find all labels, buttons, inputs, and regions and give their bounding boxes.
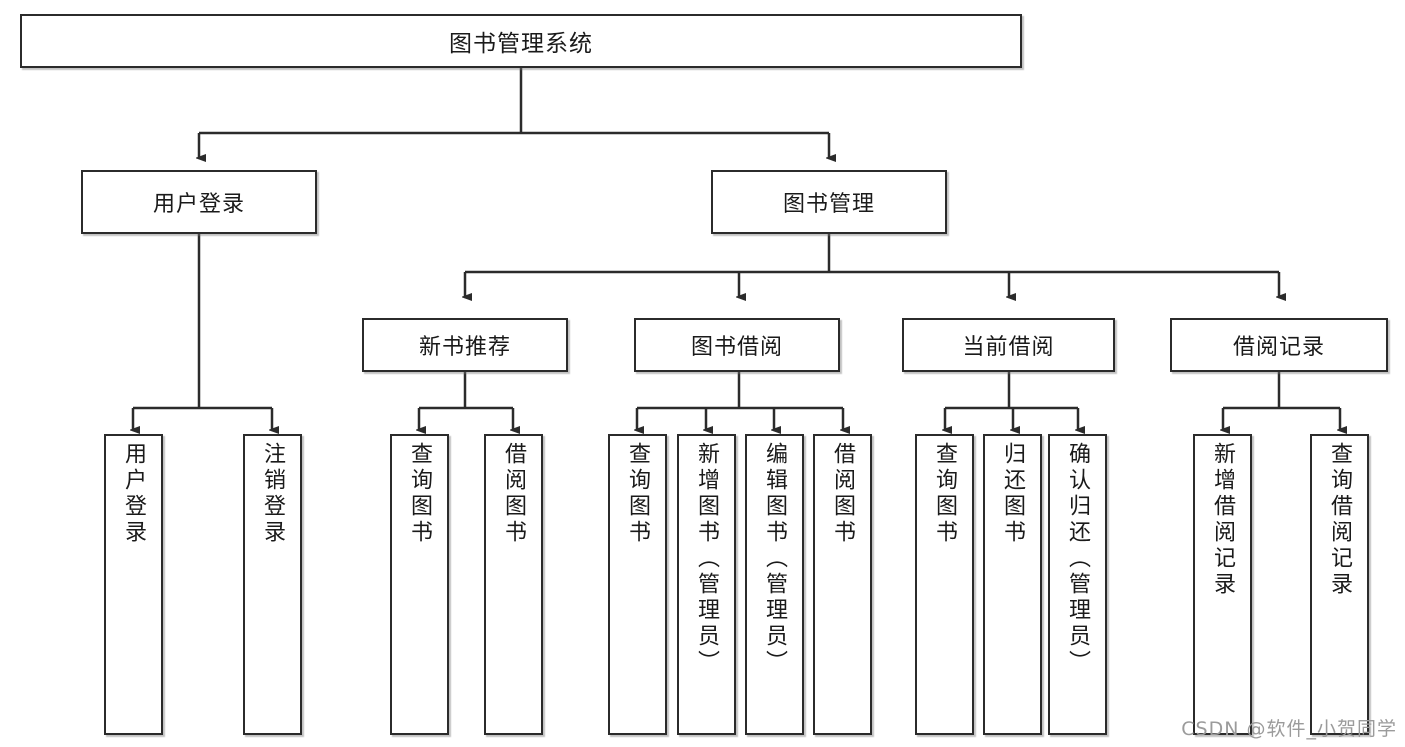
- leaf-book-borrow-query[interactable]: 查询图书: [608, 434, 667, 735]
- node-user-login[interactable]: 用户登录: [81, 170, 317, 234]
- leaf-user-login-logout[interactable]: 注销登录: [243, 434, 302, 735]
- leaf-book-borrow-edit[interactable]: 编辑图书（管理员）: [745, 434, 804, 735]
- node-label: 借阅图书: [501, 442, 527, 546]
- node-label: 新增借阅记录: [1210, 442, 1236, 598]
- node-label: 查询借阅记录: [1327, 442, 1353, 598]
- leaf-borrow-record-add[interactable]: 新增借阅记录: [1193, 434, 1252, 735]
- node-current-borrow[interactable]: 当前借阅: [902, 318, 1115, 372]
- node-label: 当前借阅: [962, 335, 1055, 360]
- node-new-book-recommend[interactable]: 新书推荐: [362, 318, 568, 372]
- leaf-current-borrow-query[interactable]: 查询图书: [915, 434, 974, 735]
- node-label: 查询图书: [407, 442, 433, 546]
- node-label: 图书管理: [782, 192, 875, 217]
- node-label: 图书借阅: [690, 335, 783, 360]
- node-label: 归还图书: [1000, 442, 1026, 546]
- node-book-borrow[interactable]: 图书借阅: [634, 318, 840, 372]
- node-label: 图书管理系统: [449, 31, 593, 57]
- node-label: 查询图书: [625, 442, 651, 546]
- node-book-management[interactable]: 图书管理: [711, 170, 947, 234]
- node-label: 用户登录: [152, 192, 245, 217]
- node-borrow-record[interactable]: 借阅记录: [1170, 318, 1388, 372]
- node-label: 注销登录: [260, 442, 286, 546]
- leaf-new-book-borrow[interactable]: 借阅图书: [484, 434, 543, 735]
- watermark: CSDN @软件_小贺同学: [1181, 718, 1397, 740]
- leaf-current-borrow-confirm-return[interactable]: 确认归还（管理员）: [1048, 434, 1107, 735]
- leaf-current-borrow-return[interactable]: 归还图书: [983, 434, 1042, 735]
- leaf-user-login-login[interactable]: 用户登录: [104, 434, 163, 735]
- leaf-new-book-query[interactable]: 查询图书: [390, 434, 449, 735]
- node-label: 查询图书: [932, 442, 958, 546]
- leaf-borrow-record-query[interactable]: 查询借阅记录: [1310, 434, 1369, 735]
- node-label: 确认归还（管理员）: [1065, 442, 1091, 676]
- node-label: 新增图书（管理员）: [694, 442, 720, 676]
- leaf-book-borrow-add[interactable]: 新增图书（管理员）: [677, 434, 736, 735]
- leaf-book-borrow-borrow[interactable]: 借阅图书: [813, 434, 872, 735]
- node-label: 借阅图书: [830, 442, 856, 546]
- node-label: 借阅记录: [1232, 335, 1325, 360]
- node-label: 新书推荐: [418, 335, 511, 360]
- node-root-system[interactable]: 图书管理系统: [20, 14, 1022, 68]
- node-label: 编辑图书（管理员）: [762, 442, 788, 676]
- node-label: 用户登录: [121, 442, 147, 546]
